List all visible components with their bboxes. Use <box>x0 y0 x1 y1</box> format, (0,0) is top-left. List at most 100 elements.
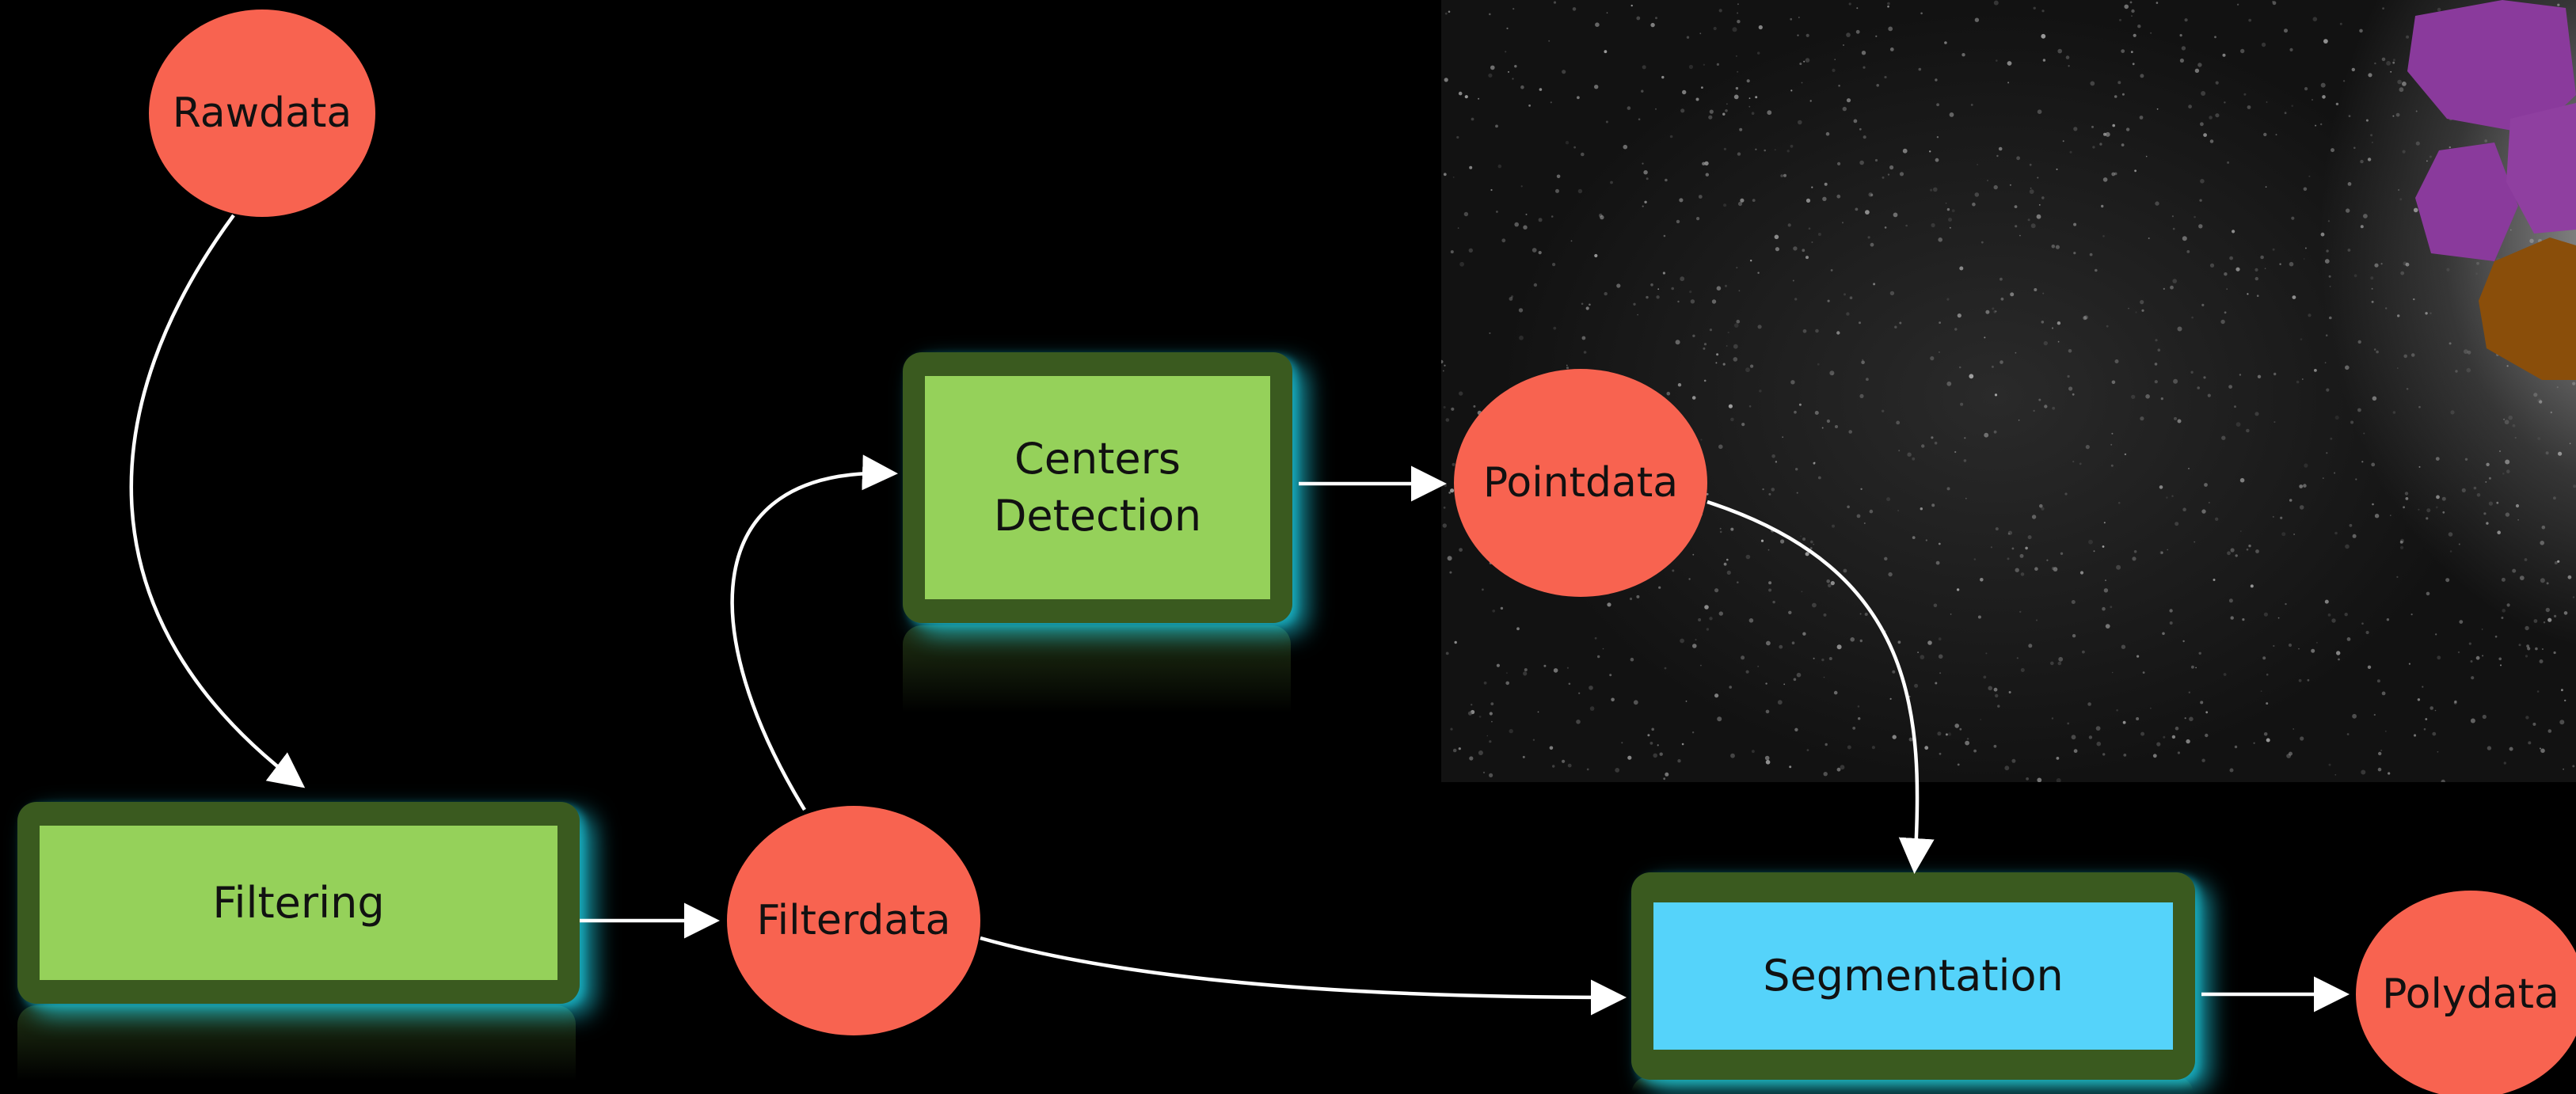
speckle <box>2110 443 2113 446</box>
speckle <box>1621 742 1623 744</box>
centers-detection-label: Centers Detection <box>993 434 1202 541</box>
speckle <box>1551 215 1554 218</box>
speckle <box>2543 621 2546 624</box>
speckle <box>1832 68 1836 72</box>
speckle <box>2481 629 2483 630</box>
speckle <box>2413 298 2415 301</box>
speckle <box>1705 173 1709 177</box>
speckle <box>1706 492 1709 496</box>
speckle <box>1806 749 1809 751</box>
speckle <box>1444 78 1448 82</box>
speckle <box>2352 534 2357 538</box>
speckle <box>2140 300 2144 305</box>
speckle-noise <box>1441 0 2576 782</box>
speckle <box>1627 106 1631 110</box>
speckle <box>1840 765 1845 770</box>
speckle <box>1823 613 1827 617</box>
speckle <box>1799 63 1802 66</box>
speckle <box>2033 6 2036 9</box>
speckle <box>2395 112 2400 117</box>
speckle <box>2015 351 2017 354</box>
speckle <box>1458 747 1461 750</box>
speckle <box>2067 374 2070 378</box>
speckle <box>2227 161 2230 164</box>
speckle <box>2510 229 2512 231</box>
speckle <box>2377 767 2382 772</box>
speckle <box>1657 744 1659 746</box>
speckle <box>1757 325 1762 329</box>
speckle <box>2399 541 2403 544</box>
speckle <box>2475 655 2480 660</box>
speckle <box>2445 578 2450 583</box>
speckle <box>2068 386 2073 391</box>
speckle <box>2053 567 2058 572</box>
speckle <box>1741 423 1745 427</box>
speckle <box>1894 325 1897 329</box>
speckle <box>2515 503 2520 508</box>
speckle <box>2404 492 2409 496</box>
speckle <box>1605 120 1608 123</box>
speckle <box>2284 112 2287 115</box>
speckle <box>1811 241 1813 243</box>
speckle <box>2031 515 2037 519</box>
speckle <box>2135 311 2137 313</box>
speckle <box>2181 46 2186 51</box>
speckle <box>1873 283 1876 286</box>
speckle <box>2221 435 2226 440</box>
speckle <box>2036 619 2038 621</box>
speckle <box>2056 778 2061 782</box>
speckle <box>1491 720 1493 723</box>
speckle <box>1914 683 1919 688</box>
speckle <box>2065 55 2070 59</box>
speckle <box>1939 752 1942 755</box>
speckle <box>1704 605 1709 610</box>
speckle <box>1695 639 1697 641</box>
speckle <box>2027 535 2032 540</box>
speckle <box>1506 672 1508 674</box>
speckle <box>2327 220 2331 222</box>
speckle <box>2105 131 2110 137</box>
speckle <box>2509 746 2513 751</box>
speckle <box>2372 503 2374 506</box>
speckle <box>2326 452 2328 454</box>
speckle <box>2208 502 2210 503</box>
speckle <box>2464 349 2468 354</box>
speckle <box>2567 575 2572 579</box>
speckle <box>1767 110 1772 116</box>
speckle <box>1833 690 1838 695</box>
speckle <box>2154 363 2158 366</box>
speckle <box>1859 127 1862 131</box>
speckle <box>2455 370 2458 373</box>
speckle <box>1745 367 1750 373</box>
speckle <box>2254 412 2259 416</box>
speckle <box>1830 269 1833 272</box>
speckle <box>1737 70 1739 73</box>
speckle <box>1780 174 1783 177</box>
speckle <box>1717 716 1722 722</box>
speckle <box>2325 334 2328 337</box>
speckle <box>1630 657 1634 662</box>
speckle <box>2186 739 2190 744</box>
speckle <box>1514 222 1519 227</box>
speckle <box>2220 319 2225 325</box>
speckle <box>1577 188 1583 194</box>
speckle <box>2323 39 2328 44</box>
speckle <box>2547 617 2552 622</box>
speckle <box>2540 541 2544 545</box>
speckle <box>1899 172 1904 177</box>
speckle <box>2298 648 2300 650</box>
speckle <box>1788 610 1792 614</box>
speckle <box>1463 211 1469 217</box>
speckle <box>1443 506 1446 509</box>
speckle <box>2467 350 2471 355</box>
speckle <box>2298 678 2302 682</box>
pointdata-node: Pointdata <box>1454 369 1707 597</box>
speckle <box>1826 419 1830 424</box>
speckle <box>2502 473 2505 475</box>
speckle <box>2010 292 2015 297</box>
speckle <box>1950 613 1952 615</box>
speckle <box>1969 374 1974 379</box>
speckle <box>2131 394 2136 399</box>
speckle <box>2121 49 2125 53</box>
speckle <box>2058 656 2064 662</box>
